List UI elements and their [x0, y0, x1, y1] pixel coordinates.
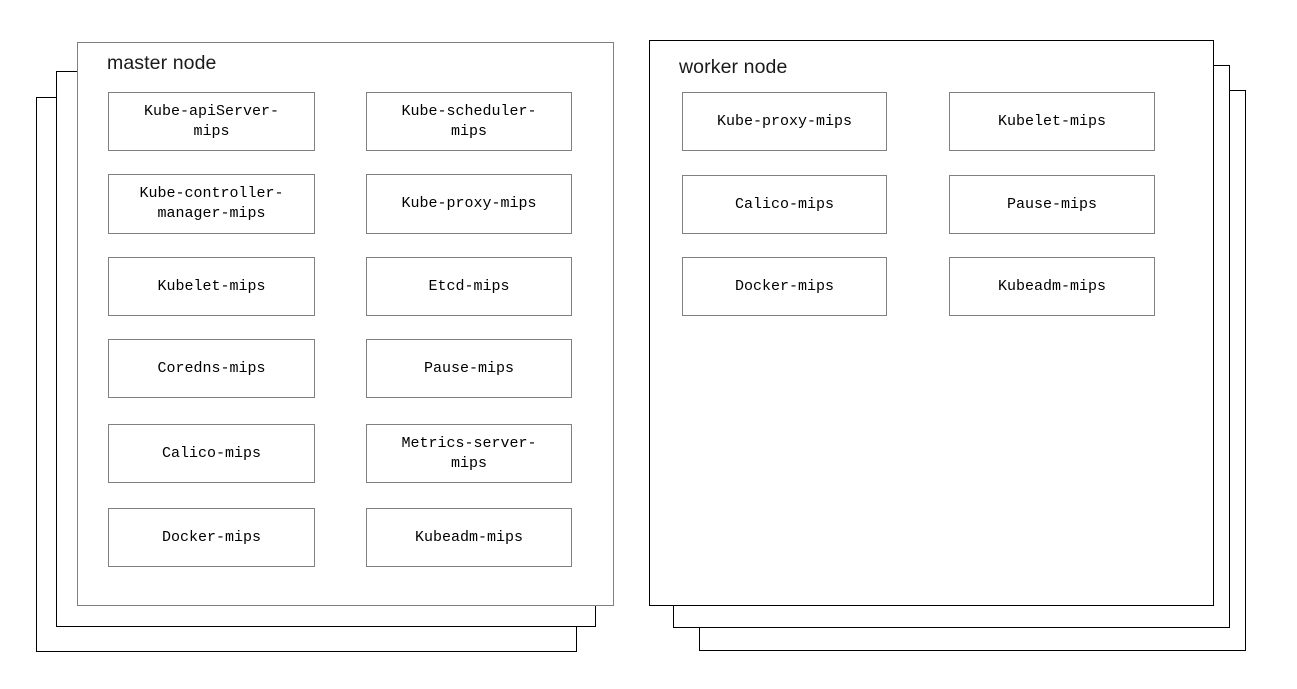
- component-label: Coredns-mips: [157, 359, 266, 377]
- component-label: Metrics-server- mips: [401, 434, 537, 472]
- component-label: Docker-mips: [161, 528, 262, 546]
- component-box[interactable]: Etcd-mips: [366, 257, 572, 316]
- component-label: Kube-proxy-mips: [716, 112, 853, 130]
- component-box[interactable]: Kube-proxy-mips: [366, 174, 572, 234]
- component-box[interactable]: Calico-mips: [682, 175, 887, 234]
- component-box[interactable]: Kubeadm-mips: [949, 257, 1155, 316]
- component-label: Pause-mips: [423, 359, 514, 377]
- component-box[interactable]: Kube-controller- manager-mips: [108, 174, 315, 234]
- component-box[interactable]: Kube-scheduler- mips: [366, 92, 572, 151]
- worker-node-title: worker node: [679, 56, 788, 78]
- component-box[interactable]: Pause-mips: [949, 175, 1155, 234]
- component-label: Kube-proxy-mips: [401, 195, 537, 212]
- component-label: Calico-mips: [734, 195, 835, 213]
- component-box[interactable]: Pause-mips: [366, 339, 572, 398]
- component-label: Docker-mips: [734, 277, 835, 295]
- component-label: Kubelet-mips: [997, 112, 1107, 130]
- component-label: Kubeadm-mips: [414, 528, 524, 546]
- component-box[interactable]: Metrics-server- mips: [366, 424, 572, 483]
- master-node-title: master node: [107, 52, 217, 74]
- component-box[interactable]: Kube-proxy-mips: [682, 92, 887, 151]
- component-box[interactable]: Kube-apiServer- mips: [108, 92, 315, 151]
- component-box[interactable]: Kubelet-mips: [108, 257, 315, 316]
- component-label: Kube-apiServer- mips: [143, 102, 280, 140]
- component-label: Kube-scheduler- mips: [401, 102, 537, 140]
- component-box[interactable]: Kubeadm-mips: [366, 508, 572, 567]
- component-label: Etcd-mips: [428, 277, 510, 295]
- component-label: Pause-mips: [1006, 195, 1097, 213]
- component-label: Calico-mips: [161, 444, 262, 462]
- component-label: Kubeadm-mips: [997, 277, 1107, 295]
- component-label: Kube-controller- manager-mips: [139, 185, 284, 222]
- component-label: Kubelet-mips: [157, 277, 266, 295]
- component-box[interactable]: Docker-mips: [682, 257, 887, 316]
- component-box[interactable]: Calico-mips: [108, 424, 315, 483]
- component-box[interactable]: Docker-mips: [108, 508, 315, 567]
- component-box[interactable]: Kubelet-mips: [949, 92, 1155, 151]
- component-box[interactable]: Coredns-mips: [108, 339, 315, 398]
